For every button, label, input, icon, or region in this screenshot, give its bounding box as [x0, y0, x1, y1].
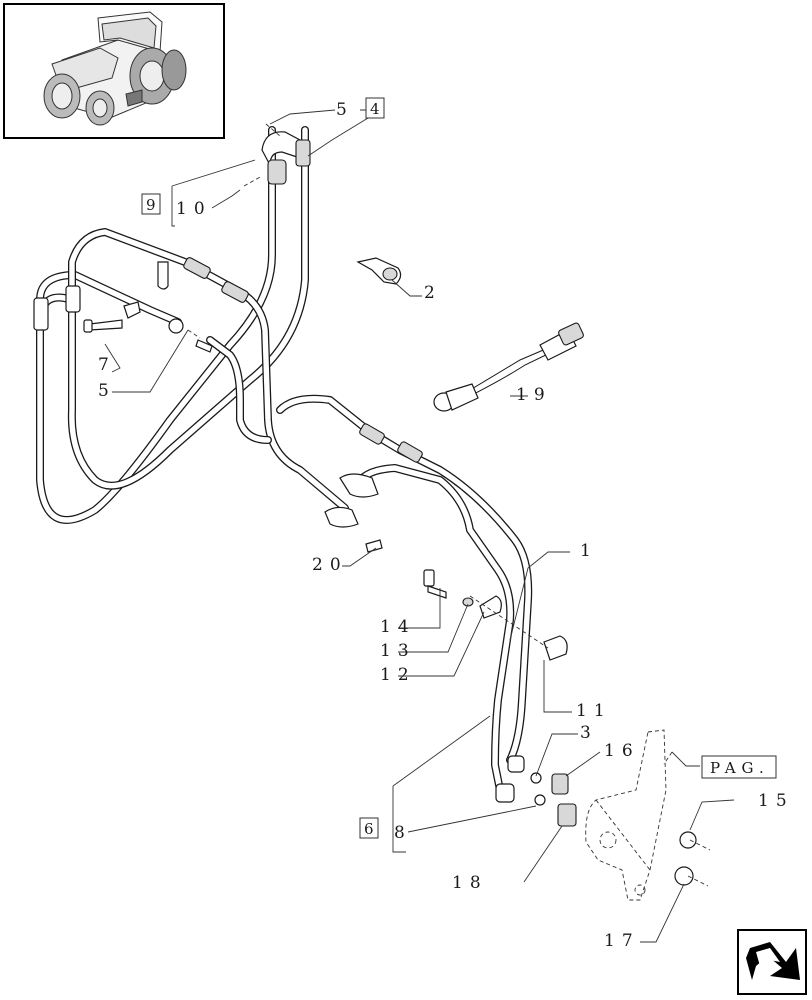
clamp-assembly-12-14 — [423, 569, 502, 619]
label-11: 11 — [576, 701, 612, 721]
label-9: 9 — [146, 196, 156, 214]
next-page-arrow-icon[interactable] — [737, 929, 807, 995]
label-19: 19 — [516, 385, 552, 405]
label-13: 13 — [380, 641, 416, 661]
box-4 — [365, 97, 385, 119]
pag-box — [701, 755, 777, 779]
label-20: 20 — [312, 555, 348, 575]
label-12: 12 — [380, 665, 416, 685]
mounting-bracket — [585, 729, 667, 901]
label-5a: 5 — [336, 100, 354, 120]
lower-fittings — [495, 755, 577, 827]
label-14: 14 — [380, 617, 416, 637]
hose-fittings — [33, 131, 423, 528]
box-6 — [359, 817, 379, 839]
nuts-15-17 — [674, 831, 697, 886]
label-2: 2 — [424, 283, 442, 303]
label-16: 16 — [604, 741, 640, 761]
label-15: 15 — [758, 791, 794, 811]
label-10: 10 — [176, 199, 212, 219]
leader-lines — [104, 109, 735, 943]
label-4: 4 — [370, 100, 380, 118]
tractor-thumbnail-icon — [3, 3, 225, 139]
callout-labels: 5 4 9 10 2 7 5 19 20 1 14 13 12 11 3 16 … — [98, 97, 794, 951]
pressure-switch-part-19 — [433, 322, 584, 412]
pag-reference: PAG. — [710, 759, 770, 777]
label-7: 7 — [98, 355, 116, 375]
label-6: 6 — [364, 820, 374, 838]
hydraulic-hoses — [36, 126, 533, 794]
clamp-part-11 — [543, 635, 568, 661]
label-3: 3 — [580, 723, 598, 743]
bolt-part-20 — [365, 539, 383, 553]
label-8: 8 — [394, 823, 412, 843]
label-5b: 5 — [98, 381, 116, 401]
label-1: 1 — [580, 541, 598, 561]
box-9 — [141, 193, 161, 215]
clamp-part-2 — [356, 257, 402, 285]
label-17: 17 — [604, 931, 640, 951]
label-18: 18 — [452, 873, 488, 893]
